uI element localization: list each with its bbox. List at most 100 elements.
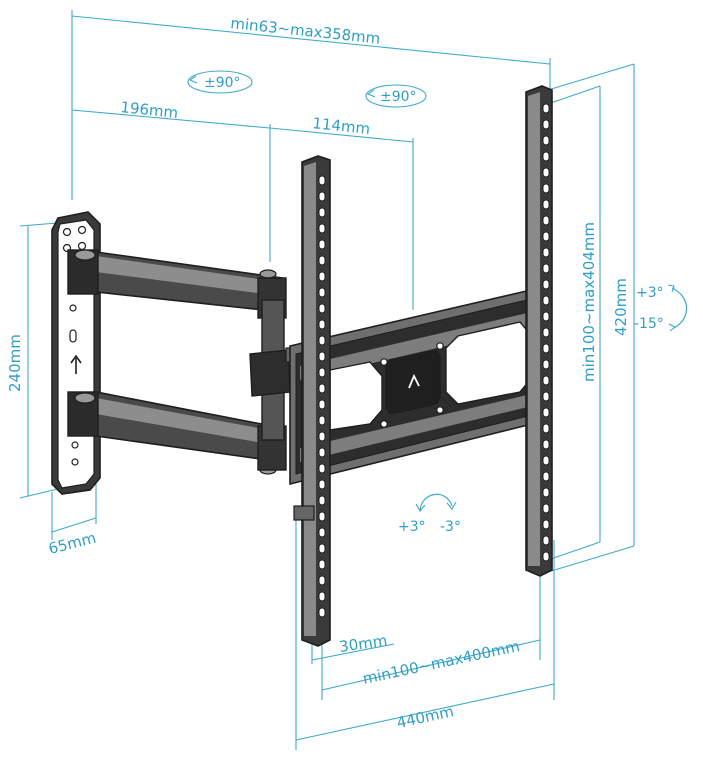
rail-hole bbox=[318, 447, 326, 458]
rail-hole bbox=[318, 367, 326, 378]
rail-hole bbox=[318, 223, 326, 234]
rail-hole bbox=[542, 311, 550, 322]
label-rotate-plus: +3° bbox=[398, 519, 426, 535]
dim-vert-top-ext-2 bbox=[547, 85, 601, 105]
label-plate-height: 240mm bbox=[6, 334, 24, 392]
rail-hole bbox=[318, 559, 326, 570]
rail-hole bbox=[318, 591, 326, 602]
dim-vert-bot-ext-2 bbox=[547, 541, 601, 561]
rail-hole bbox=[542, 263, 550, 274]
rail-holes-right bbox=[542, 103, 550, 562]
rail-hole bbox=[318, 431, 326, 442]
dim-arm2-line bbox=[269, 127, 414, 143]
rail-hole bbox=[542, 103, 550, 114]
dim-plate-width-line bbox=[51, 517, 97, 533]
rail-hole bbox=[318, 335, 326, 346]
dim-tv-width-line bbox=[71, 15, 551, 65]
arrow-head-right-icon bbox=[446, 501, 457, 510]
rail-hole bbox=[542, 327, 550, 338]
rail-hole bbox=[318, 191, 326, 202]
rail-hole bbox=[318, 287, 326, 298]
label-horizontal-total: 440mm bbox=[395, 702, 455, 732]
rail-hole bbox=[318, 319, 326, 330]
rail-hole bbox=[542, 167, 550, 178]
rail-hole bbox=[542, 119, 550, 130]
rail-hole bbox=[542, 551, 550, 562]
rail-holes-left bbox=[318, 175, 326, 618]
curved-arrow-icon bbox=[419, 493, 453, 511]
rail-hole bbox=[542, 359, 550, 370]
tv-frame bbox=[289, 284, 549, 486]
rail-hole bbox=[542, 247, 550, 258]
rail-hole bbox=[542, 135, 550, 146]
label-plate-width: 65mm bbox=[47, 529, 98, 558]
rail-hole bbox=[542, 439, 550, 450]
rotation-indicator: +3° -3° bbox=[398, 493, 461, 535]
dim-vert-top-ext-1 bbox=[547, 63, 635, 91]
rail-hole bbox=[542, 279, 550, 290]
label-tv-width-range: min63~max358mm bbox=[230, 14, 382, 48]
rail-hole bbox=[318, 463, 326, 474]
rail-hole bbox=[542, 199, 550, 210]
label-vertical-range: min100~max404mm bbox=[580, 222, 598, 382]
rail-hole bbox=[542, 471, 550, 482]
rail-hole bbox=[318, 575, 326, 586]
arrow-head-left-icon bbox=[415, 503, 426, 512]
right-vertical-rail bbox=[525, 85, 553, 577]
dim-vert-bot-ext-1 bbox=[547, 545, 635, 573]
rail-hole bbox=[542, 375, 550, 386]
dim-horizontal-total-line bbox=[295, 683, 555, 741]
rail-hole bbox=[542, 215, 550, 226]
rail-hole bbox=[542, 455, 550, 466]
dim-arm1-line bbox=[71, 109, 271, 129]
label-arm-length-1: 196mm bbox=[120, 98, 179, 122]
rotate-arrow-head-icon bbox=[188, 75, 198, 84]
rail-hole bbox=[542, 407, 550, 418]
rail-hole bbox=[318, 255, 326, 266]
dim-bracket-width-line bbox=[311, 643, 395, 661]
curved-arrow-icon bbox=[671, 287, 688, 329]
rail-hole bbox=[542, 535, 550, 546]
label-arm-length-2: 114mm bbox=[312, 114, 371, 138]
dim-horizontal-range-line bbox=[321, 639, 541, 691]
rotate-arrow-icon bbox=[365, 84, 427, 108]
swivel-left-indicator: ±90° bbox=[187, 70, 253, 94]
label-tilt-down: -15° bbox=[634, 316, 664, 332]
rail-hole bbox=[318, 383, 326, 394]
label-rotate-minus: -3° bbox=[440, 519, 461, 535]
rotate-arrow-icon bbox=[187, 70, 253, 94]
rail-hole bbox=[318, 175, 326, 186]
rail-hole bbox=[542, 423, 550, 434]
rail-hole bbox=[542, 151, 550, 162]
rail-hole bbox=[542, 295, 550, 306]
pivot-column bbox=[249, 299, 307, 441]
swivel-right-indicator: ±90° bbox=[365, 84, 427, 108]
rail-hole bbox=[542, 487, 550, 498]
rail-hole bbox=[542, 343, 550, 354]
tilt-indicator: +3° -15° bbox=[634, 284, 688, 332]
rail-hole bbox=[318, 607, 326, 618]
rail-hole bbox=[318, 351, 326, 362]
dimension-lines bbox=[19, 10, 635, 750]
rail-hole bbox=[318, 543, 326, 554]
arrow-head-up-icon bbox=[667, 284, 675, 293]
up-arrow-icon bbox=[70, 354, 82, 374]
rail-hole bbox=[318, 239, 326, 250]
arrow-head-down-icon bbox=[668, 323, 677, 332]
rail-hole bbox=[542, 183, 550, 194]
rail-hole bbox=[318, 479, 326, 490]
rail-hole bbox=[318, 207, 326, 218]
label-tilt-up: +3° bbox=[636, 285, 664, 301]
rail-hole bbox=[318, 511, 326, 522]
rail-hole bbox=[318, 495, 326, 506]
rail-hole bbox=[318, 527, 326, 538]
label-vertical-total: 420mm bbox=[612, 278, 630, 336]
label-swivel-right: ±90° bbox=[380, 89, 417, 105]
rail-hole bbox=[542, 503, 550, 514]
left-vertical-rail bbox=[293, 155, 331, 647]
rail-hole bbox=[318, 271, 326, 282]
label-bracket-width: 30mm bbox=[338, 631, 388, 656]
rotate-arrow-head-icon bbox=[366, 89, 376, 98]
